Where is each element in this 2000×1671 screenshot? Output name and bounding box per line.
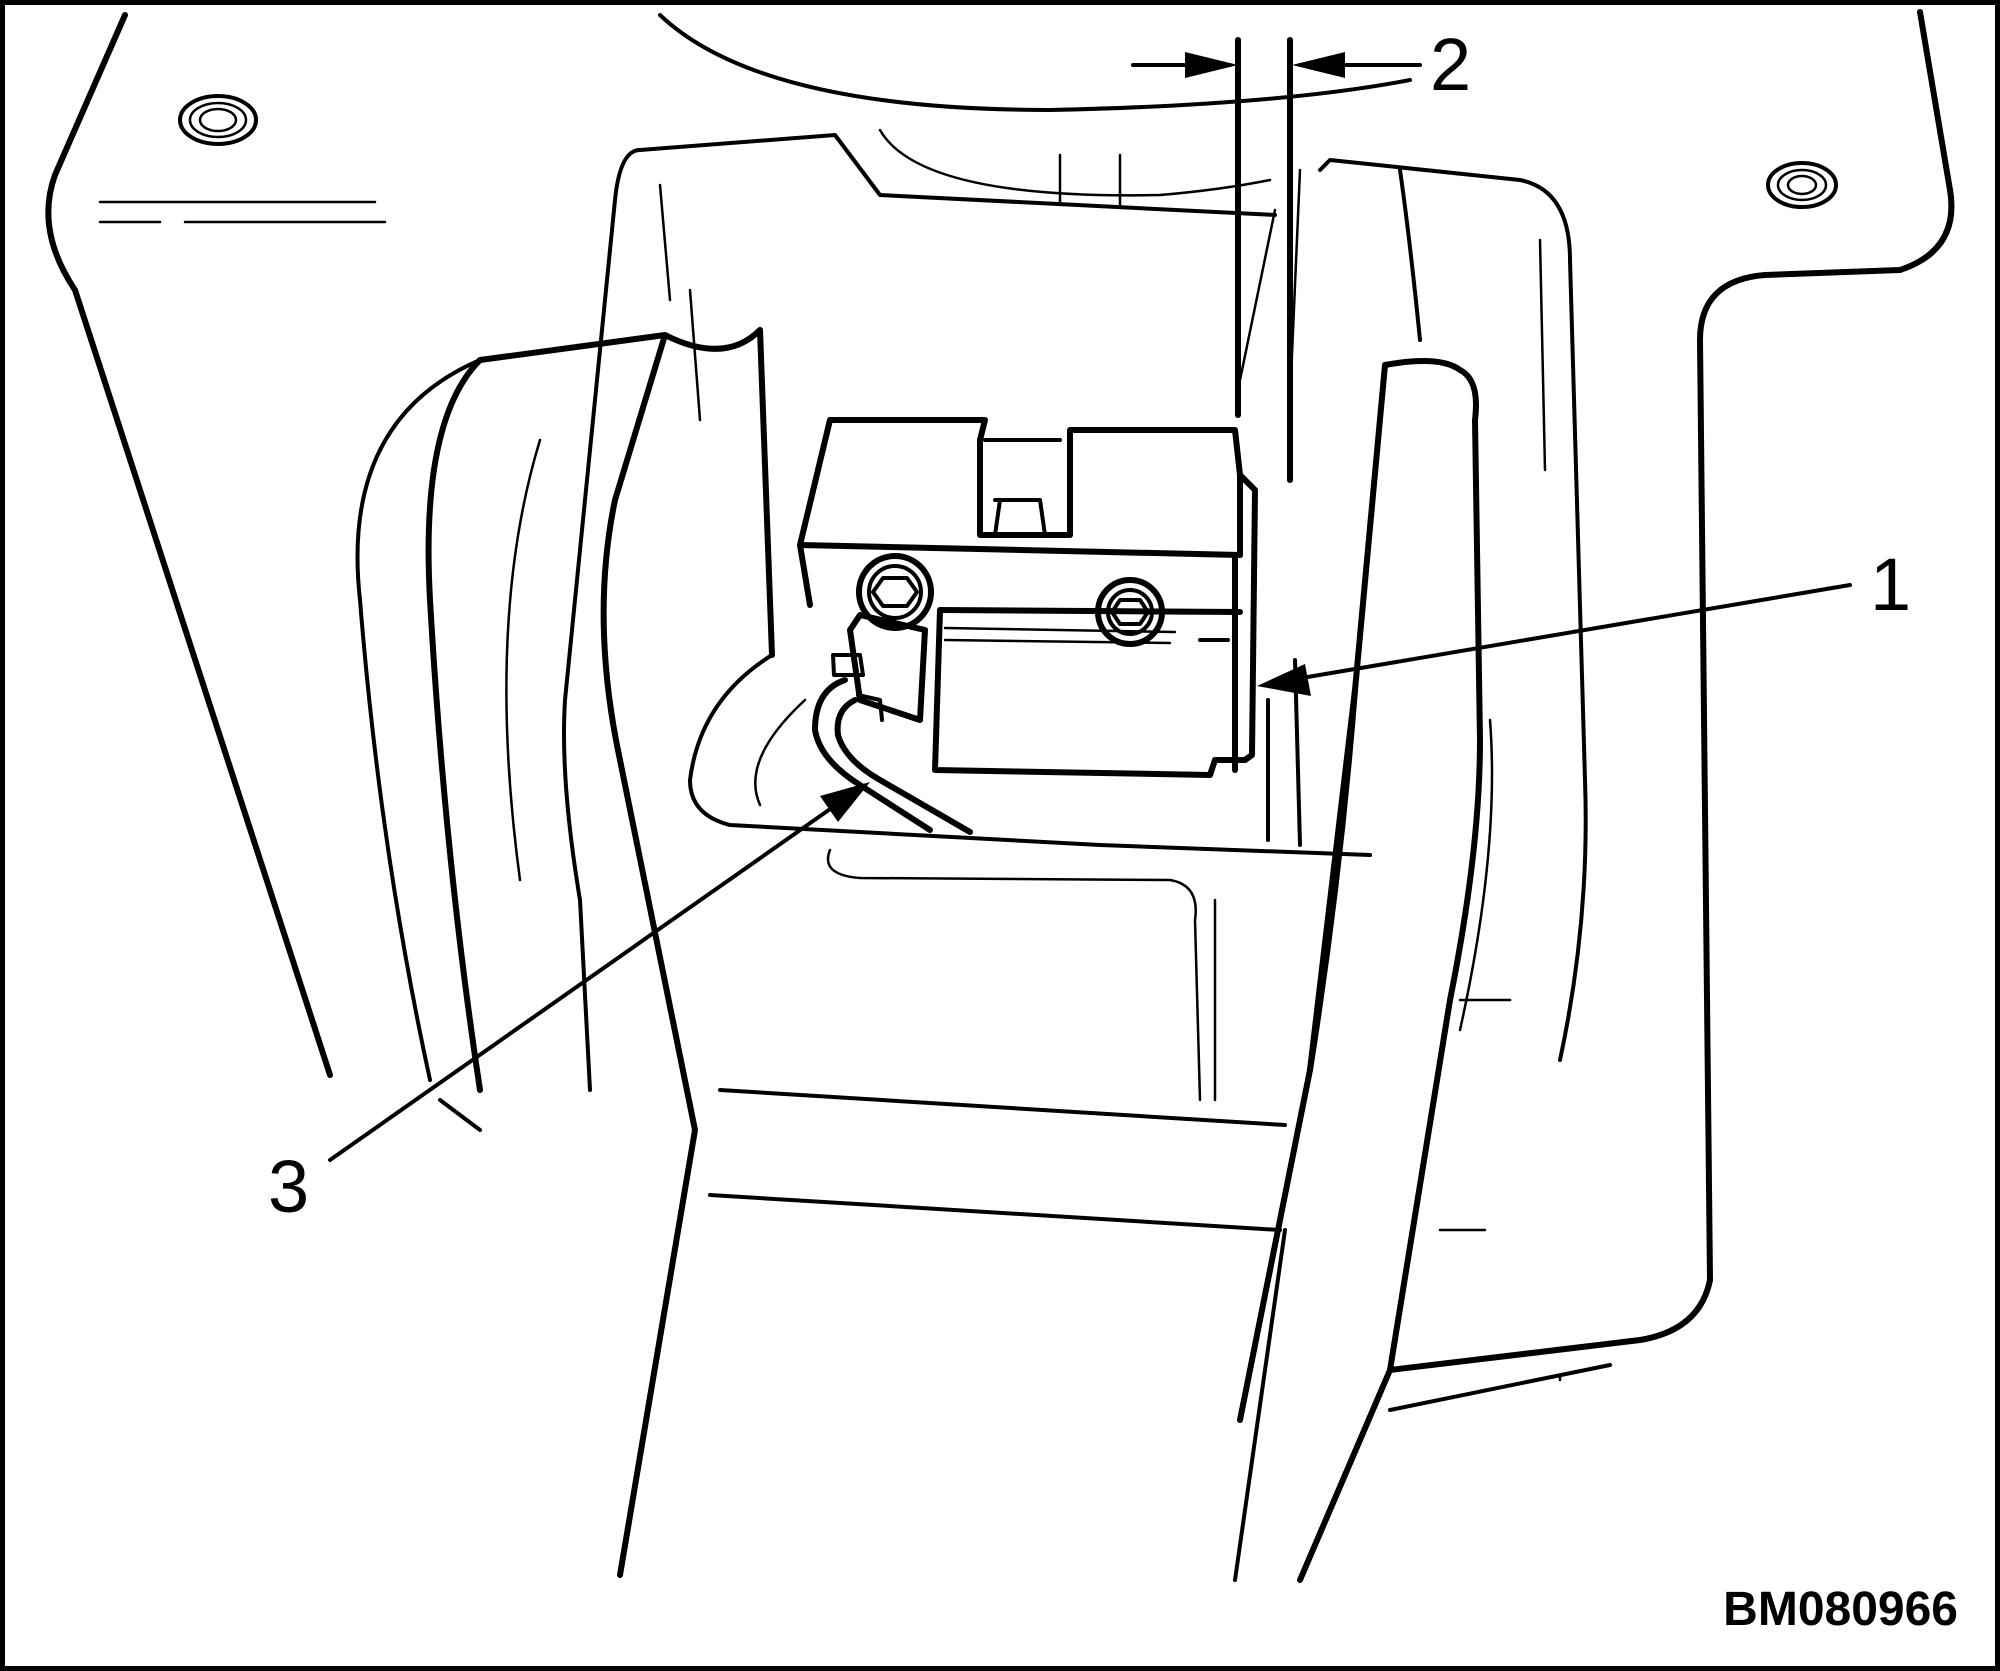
callout-label-1: 1 [1870,543,1911,626]
component-block [797,417,1258,778]
callout-label-3: 3 [268,1145,309,1228]
center-track [708,1088,1287,1582]
surface-lines [98,200,387,224]
figure-code: BM080966 [1723,1583,1958,1636]
top-cap [658,13,1412,207]
mounting-hole-left [178,94,258,146]
pocket-floor [688,653,1372,1102]
outer-housing [45,9,1955,1412]
gap-dimension [1131,37,1422,483]
inner-frame [562,133,1588,1092]
cable-clamp [831,612,928,723]
screw-right [1095,577,1165,647]
callout-label-2: 2 [1430,23,1471,106]
slider-arm-right [1237,358,1512,1583]
leader-line-3 [328,782,870,1162]
mounting-hole-right [1766,161,1838,209]
slider-arm-left [425,327,775,1578]
screw-left [856,553,934,631]
leader-line-1 [1257,583,1852,696]
cable [812,677,973,835]
drawing-canvas: 1 2 3 BM080966 [45,9,1958,1636]
